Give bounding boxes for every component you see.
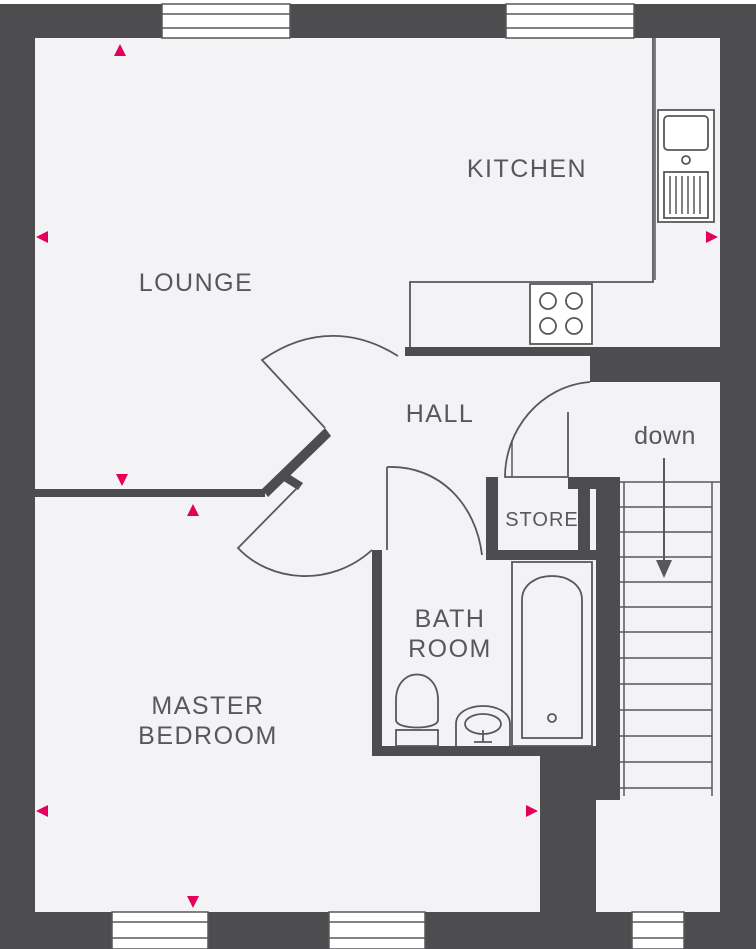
landing-floor xyxy=(596,800,720,912)
sink-icon xyxy=(657,109,715,223)
window-lounge-top xyxy=(161,3,291,39)
store-wall-left xyxy=(486,477,498,557)
room-label-bath-line2: ROOM xyxy=(408,635,492,663)
dimension-marker-icon xyxy=(526,805,538,817)
windows xyxy=(111,3,685,949)
door-lounge xyxy=(260,335,399,429)
doors xyxy=(236,335,591,577)
bath-side-block xyxy=(540,746,596,912)
angled-wall xyxy=(262,428,331,497)
dimension-marker-icon xyxy=(116,474,128,486)
dimension-marker-icon xyxy=(706,231,718,243)
hob-icon xyxy=(529,283,593,345)
bath-wall-left xyxy=(372,550,382,756)
room-label-master-line2: BEDROOM xyxy=(138,722,278,750)
window-bedroom-left xyxy=(111,911,209,949)
basin-icon xyxy=(455,705,511,746)
room-labels: KITCHEN LOUNGE HALL STORE BATH ROOM MAST… xyxy=(138,155,696,750)
dimension-marker-icon xyxy=(187,896,199,908)
bath-wall-bottom xyxy=(372,746,596,756)
window-bedroom-right xyxy=(328,911,426,949)
main-floor xyxy=(35,38,720,912)
dimension-markers xyxy=(36,44,718,908)
dimension-marker-icon xyxy=(114,44,126,56)
staircase xyxy=(620,458,720,796)
down-arrow-icon xyxy=(656,458,672,578)
door-bedroom xyxy=(236,484,373,577)
stairs-direction-label: down xyxy=(634,422,696,450)
bath-wall-top xyxy=(486,550,596,560)
kitchen-worktop xyxy=(409,38,715,347)
bath-icon xyxy=(511,561,593,747)
room-label-kitchen: KITCHEN xyxy=(467,155,587,183)
dimension-marker-icon xyxy=(36,231,48,243)
hall-store-block xyxy=(590,347,720,382)
kitchen-hall-wall xyxy=(405,347,720,356)
dimension-marker-icon xyxy=(36,805,48,817)
interior-walls xyxy=(35,347,720,912)
room-label-lounge: LOUNGE xyxy=(139,269,254,297)
lounge-bedroom-wall xyxy=(35,489,265,497)
window-landing xyxy=(631,911,685,949)
room-label-bath-line1: BATH xyxy=(415,605,486,633)
door-bathroom xyxy=(386,466,483,556)
floor-areas xyxy=(35,38,720,912)
dimension-marker-icon xyxy=(187,504,199,516)
angled-wall-short xyxy=(282,473,303,490)
room-label-hall: HALL xyxy=(406,400,475,428)
store-wall-right xyxy=(578,477,590,557)
toilet-icon xyxy=(395,673,439,747)
room-label-store: STORE xyxy=(505,509,579,531)
stair-wall xyxy=(596,477,620,800)
room-label-master-line1: MASTER xyxy=(151,692,264,720)
stairwell-floor xyxy=(620,482,720,800)
door-store xyxy=(504,381,591,478)
window-kitchen-top xyxy=(505,3,635,39)
bathroom-fixtures xyxy=(395,561,593,747)
